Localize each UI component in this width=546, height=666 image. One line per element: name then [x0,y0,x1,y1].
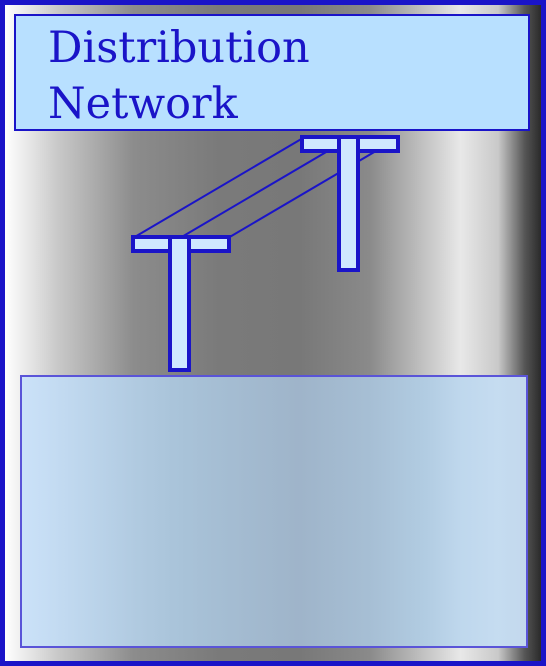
power-line-middle [179,137,351,239]
pole-post-front [168,235,191,372]
utility-pole-front [131,235,231,372]
power-line-right [227,137,399,239]
lower-panel [20,375,528,648]
title-box: Distribution Network [14,14,530,131]
diagram-title: Distribution Network [48,23,310,129]
pole-post-back [337,135,360,272]
power-line-left [132,137,304,239]
power-lines [132,137,399,239]
utility-pole-back [300,135,400,272]
